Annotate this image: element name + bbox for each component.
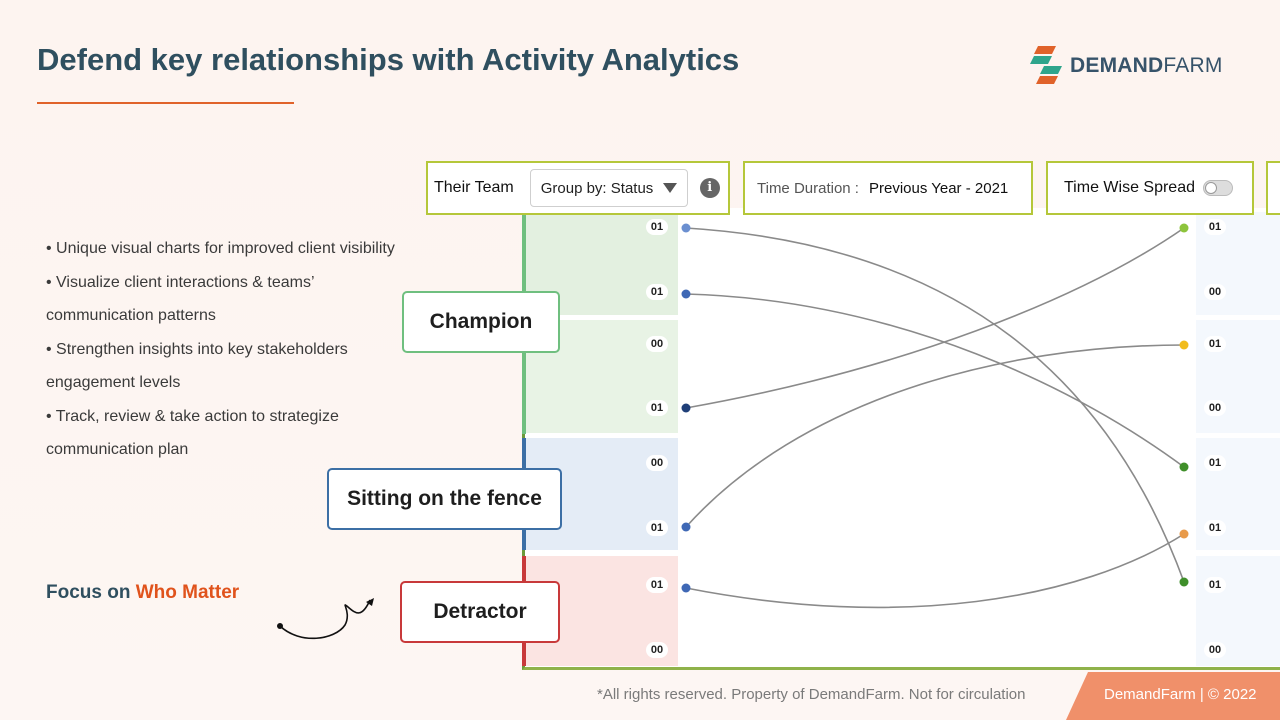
right-node: [1179, 223, 1189, 233]
list-item: communication plan: [46, 441, 189, 458]
focus-heading: Focus on Who Matter: [46, 582, 239, 604]
right-count: 01: [1204, 219, 1226, 235]
duration-value: Previous Year - 2021: [868, 179, 1009, 197]
left-count: 01: [646, 520, 668, 536]
duration-label: Time Duration :: [757, 179, 859, 197]
detractor-callout: Detractor: [400, 581, 560, 643]
toolbar-overflow: [1266, 161, 1280, 215]
list-item: • Unique visual charts for improved clie…: [46, 240, 395, 257]
brand-logo: DEMANDFARM: [1030, 44, 1223, 88]
right-count: 01: [1204, 577, 1226, 593]
list-item: • Strengthen insights into key stakehold…: [46, 340, 348, 358]
left-node: [681, 289, 691, 299]
title-underline: [37, 102, 294, 104]
left-node: [681, 223, 691, 233]
group-by-select[interactable]: Group by: Status: [529, 169, 688, 207]
feature-list: • Unique visual charts for improved clie…: [46, 232, 466, 467]
list-item: communication patterns: [46, 307, 216, 324]
left-count: 01: [646, 219, 668, 235]
right-count: 00: [1204, 642, 1226, 658]
time-spread-toggle[interactable]: [1203, 180, 1233, 196]
left-count: 01: [646, 400, 668, 416]
list-item: • Visualize client interactions & teams’: [46, 273, 315, 291]
champion-callout: Champion: [402, 291, 560, 353]
connection-line: [685, 533, 1185, 609]
right-node: [1179, 529, 1189, 539]
page-title: Defend key relationships with Activity A…: [37, 42, 740, 77]
info-icon[interactable]: i: [699, 178, 720, 198]
focus-accent: Who Matter: [135, 582, 240, 603]
connection-line: [685, 293, 1185, 468]
spread-label: Time Wise Spread: [1064, 179, 1195, 196]
time-duration-filter[interactable]: Time Duration : Previous Year - 2021: [743, 161, 1033, 215]
footer-brand: DemandFarm | © 2022: [1104, 686, 1257, 703]
left-count: 00: [646, 642, 668, 658]
right-count: 01: [1204, 336, 1226, 352]
right-count: 00: [1204, 400, 1226, 416]
group-by-value: Group by: Status: [540, 179, 654, 197]
left-node: [681, 522, 691, 532]
connection-line: [685, 344, 1185, 528]
left-count: 01: [646, 577, 668, 593]
fence-callout: Sitting on the fence: [327, 468, 562, 530]
footer-band: [1066, 672, 1280, 720]
connection-line: [685, 227, 1185, 583]
time-spread-control: Time Wise Spread: [1046, 161, 1254, 215]
team-filter-bar: Their Team Group by: Status i: [426, 161, 730, 215]
left-count: 00: [646, 336, 668, 352]
list-item: • Track, review & take action to strateg…: [46, 407, 339, 425]
left-count: 00: [646, 455, 668, 471]
demandfarm-logo-icon: [1030, 46, 1062, 84]
connection-line: [685, 227, 1185, 409]
left-node: [681, 403, 691, 413]
right-count: 00: [1204, 284, 1226, 300]
left-node: [681, 583, 691, 593]
caret-down-icon: [662, 183, 677, 193]
right-node: [1179, 577, 1189, 587]
focus-prefix: Focus on: [46, 582, 136, 603]
right-node: [1179, 462, 1189, 472]
brand-wordmark: DEMANDFARM: [1070, 54, 1223, 77]
team-label: Their Team: [434, 179, 514, 196]
list-item: engagement levels: [46, 374, 181, 391]
right-node: [1179, 340, 1189, 350]
left-count: 01: [646, 284, 668, 300]
footer-disclaimer: *All rights reserved. Property of Demand…: [597, 686, 1026, 703]
right-count: 01: [1204, 455, 1226, 471]
right-count: 01: [1204, 520, 1226, 536]
